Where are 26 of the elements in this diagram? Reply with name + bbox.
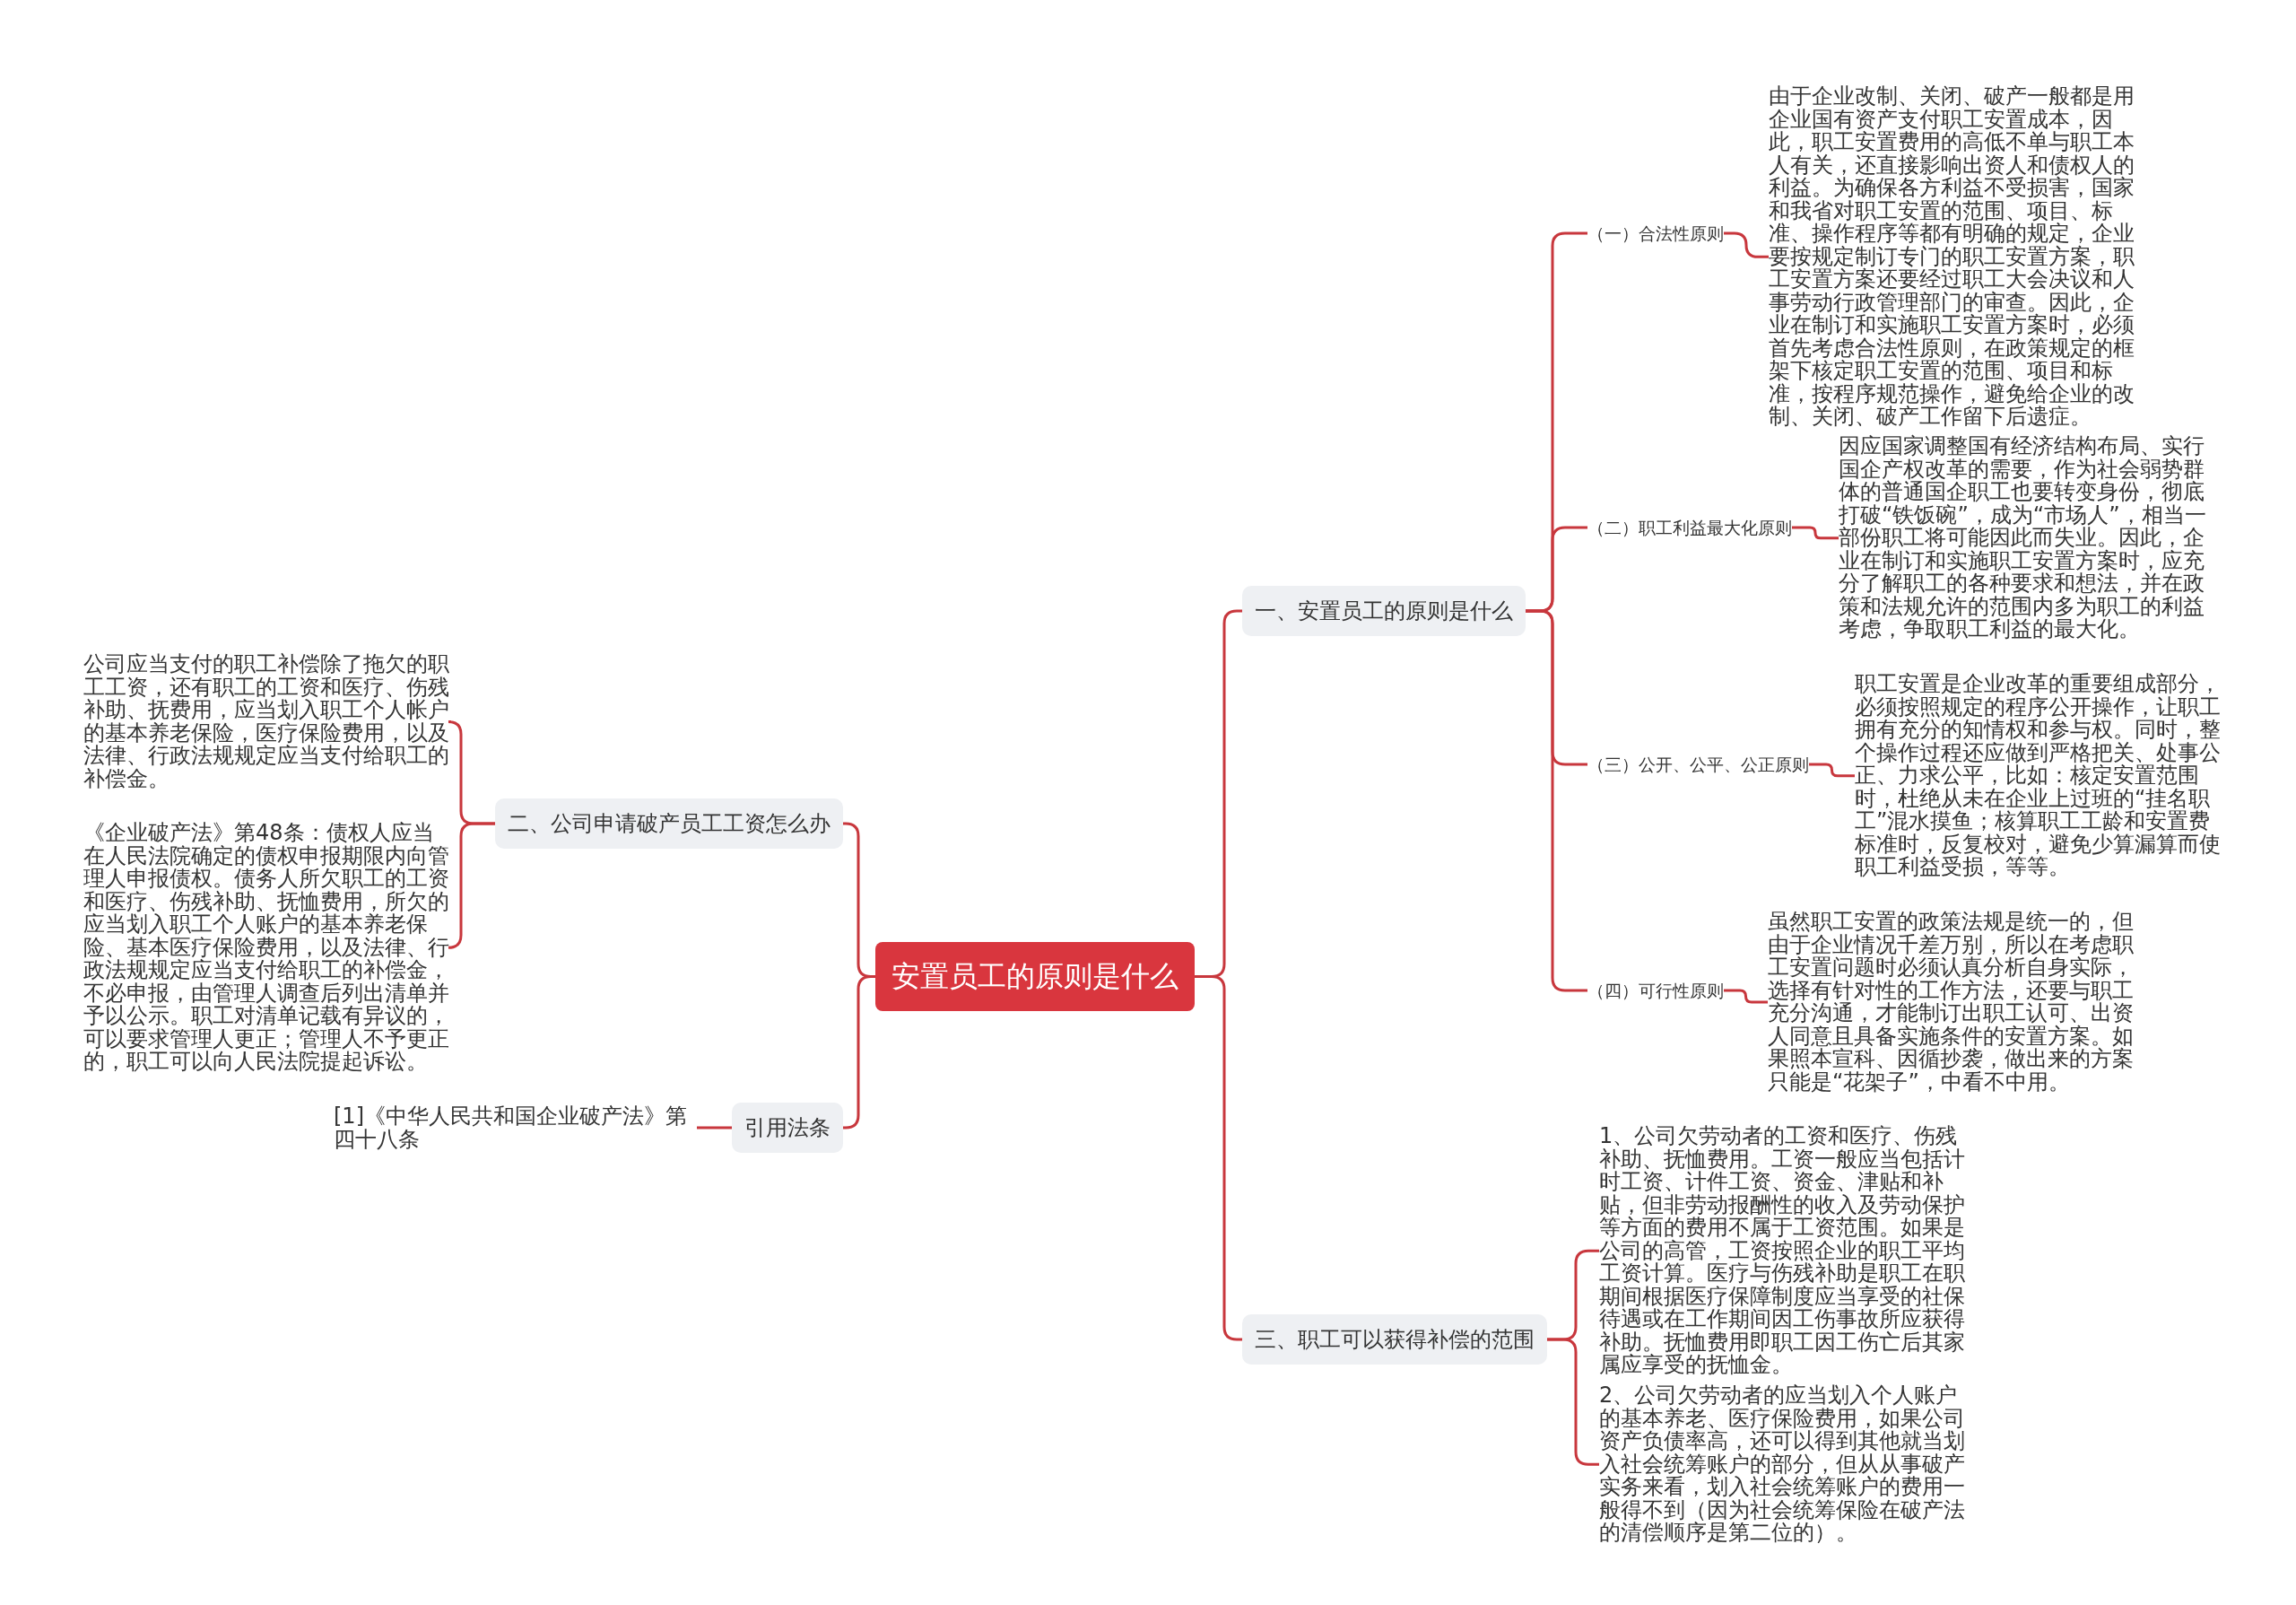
note-text: [1]《中华人民共和国企业破产法》第四十八条 [334,1105,697,1151]
note-text: 2、公司欠劳动者的应当划入个人账户的基本养老、医疗保险费用，如果公司资产负债率高，还可以得到其他就当划入社会统筹账户的部分，但从从事破产实务来看，划入社会统筹账户的费用一般得不到（因为社会统筹保险在破产法的清偿顺序是第二位的）。 [1599,1384,1967,1545]
subtopic-label: （四）可行性原则 [1587,978,1724,1003]
branch-topic-box: 二、公司申请破产员工工资怎么办 [495,798,843,849]
note-text: 虽然职工安置的政策法规是统一的，但由于企业情况千差万别，所以在考虑职工安置问题时必须认真分析自身实际，选择有针对性的工作方法，还要与职工充分沟通，才能制订出职工认可、出资人同意且具备实施条件的安置方案。如果照本宣科、因循抄袭，做出来的方案只能是“花架子”，中看不中用。 [1768,911,2135,1094]
connector-line [1724,989,1768,1004]
note-text: 《企业破产法》第48条：债权人应当在人民法院确定的债权申报期限内向管理人申报债权。债务人所欠职工的工资和医疗、伤残补助、抚恤费用，所欠的应当划入职工个人账户的基本养老保险、基本医疗保险费用，以及法律、行政法规规定应当支付给职工的补偿金，不必申报，由管理人调查后列出清单并予以公示。职工对清单记载有异议的，可以要求管理人更正；管理人不予更正的，职工可以向人民法院提起诉讼。 [83,822,451,1074]
connector-line [447,822,495,949]
connector-line [697,1126,732,1130]
subtopic-label: （三）公开、公平、公正原则 [1587,752,1809,777]
central-topic-box: 安置员工的原则是什么 [875,942,1195,1011]
subtopic-label: （二）职工利益最大化原则 [1587,515,1792,540]
subtopic-label: （一）合法性原则 [1587,221,1724,246]
note-text: 职工安置是企业改革的重要组成部分，必须按照规定的程序公开操作，让职工拥有充分的知情权和参与权。同时，整个操作过程还应做到严格把关、处事公正、力求公平，比如：核定安置范围时，杜绝从未在企业上过班的“挂名职工”混水摸鱼；核算职工工龄和安置费标准时，反复校对，避免少算漏算而使职工利益受损，等等。 [1855,673,2222,879]
connector-line [1724,231,1769,258]
note-text: 公司应当支付的职工补偿除了拖欠的职工工资，还有职工的工资和医疗、伤残补助、抚费用，应当划入职工个人帐户的基本养老保险，医疗保险费用，以及法律、行政法规规定应当支付给职工的补偿金。 [83,653,451,790]
note-text: 因应国家调整国有经济结构布局、实行国企产权改革的需要，作为社会弱势群体的普通国企职工也要转变身份，彻底打破“铁饭碗”，成为“市场人”，相当一部份职工将可能因此而失业。因此，企业在制订和实施职工安置方案时，应充分了解职工的各种要求和想法，并在政策和法规允许的范围内多为职工的利益考虑，争取职工利益的最大化。 [1839,435,2206,641]
connector-line [1809,763,1855,778]
branch-topic-box: 一、安置员工的原则是什么 [1242,586,1526,636]
note-text: 由于企业改制、关闭、破产一般都是用企业国有资产支付职工安置成本，因此，职工安置费用的高低不单与职工本人有关，还直接影响出资人和债权人的利益。为确保各方利益不受损害，国家和我省对职工安置的范围、项目、标准、操作程序等都有明确的规定，企业要按规定制订专门的职工安置方案，职工安置方案还要经过职工大会决议和人事劳动行政管理部门的审查。因此，企业在制订和实施职工安置方案时，必须首先考虑合法性原则，在政策规定的框架下核定职工安置的范围、项目和标准，按程序规范操作，避免给企业的改制、关闭、破产工作留下后遗症。 [1769,85,2136,429]
connector-line [1526,609,1587,992]
branch-topic-box: 引用法条 [732,1103,843,1153]
connector-line [1195,975,1242,1341]
note-text: 1、公司欠劳动者的工资和医疗、伤残补助、抚恤费用。工资一般应当包括计时工资、计件工资、资金、津贴和补贴，但非劳动报酬性的收入及劳动保护等方面的费用不属于工资范围。如果是公司的高管，工资按照企业的职工平均工资计算。医疗与伤残补助是职工在职期间根据医疗保障制度应当享受的社保待遇或在工作期间因工伤事故所应获得补助。抚恤费用即职工因工伤亡后其家属应享受的抚恤金。 [1599,1125,1967,1377]
branch-topic-box: 三、职工可以获得补偿的范围 [1242,1314,1547,1365]
connector-line [1792,526,1839,540]
